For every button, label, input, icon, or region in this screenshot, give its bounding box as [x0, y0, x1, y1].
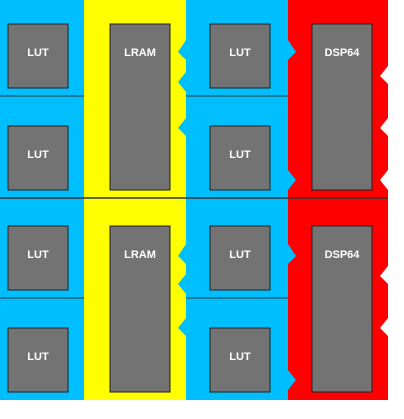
seam-notch: [288, 370, 296, 390]
lut-label: LUT: [27, 47, 49, 59]
dsp-block: [311, 225, 373, 393]
lram-block: [109, 225, 171, 393]
lram-label: LRAM: [124, 47, 156, 59]
lut-block: [209, 125, 271, 191]
seam-notch: [380, 318, 388, 336]
seam-notch: [76, 0, 84, 44]
lut-block: [7, 225, 69, 291]
seam-notch: [76, 318, 84, 336]
seam-notch: [380, 118, 388, 136]
lram-label: LRAM: [124, 249, 156, 261]
dsp-block: [311, 23, 373, 191]
lut-block: [7, 327, 69, 393]
lut-label: LUT: [229, 47, 251, 59]
seam-notch: [178, 72, 186, 92]
seam-notch: [178, 318, 186, 336]
lut-label: LUT: [27, 249, 49, 261]
lut-label: LUT: [27, 351, 49, 363]
seam-notch: [76, 370, 84, 390]
lut-label: LUT: [27, 149, 49, 161]
seam-notch: [288, 40, 296, 60]
seam-notch: [380, 170, 388, 190]
lut-block: [209, 23, 271, 89]
seam-notch: [288, 244, 296, 264]
lram-block: [109, 23, 171, 191]
seam-notch: [178, 274, 186, 294]
seam-notch: [380, 66, 388, 84]
seam-notch: [76, 170, 84, 190]
seam-notch: [178, 244, 186, 264]
lut-label: LUT: [229, 149, 251, 161]
lut-block: [7, 23, 69, 89]
seam-notch: [76, 118, 84, 136]
seam-notch: [178, 118, 186, 136]
dsp-label: DSP64: [325, 47, 361, 59]
seam-notch: [380, 266, 388, 284]
lut-block: [209, 327, 271, 393]
lut-label: LUT: [229, 249, 251, 261]
seam-notch: [288, 170, 296, 190]
seam-notch: [178, 40, 186, 60]
dsp-label: DSP64: [325, 249, 361, 261]
lut-block: [7, 125, 69, 191]
lut-block: [209, 225, 271, 291]
lut-label: LUT: [229, 351, 251, 363]
